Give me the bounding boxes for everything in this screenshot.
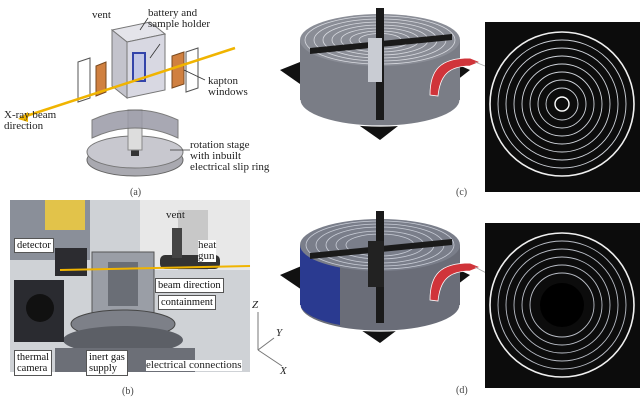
axis-x: X [280,365,287,377]
label-thermal-camera: thermal camera [14,350,53,376]
caption-c: (c) [456,187,468,198]
panel-d: (d) [280,205,640,405]
caption-d: (d) [456,385,468,396]
label-battery-holder: battery and sample holder [148,7,211,30]
caption-b: (b) [122,386,134,397]
panel-a: vent battery and sample holder kapton wi… [0,0,269,200]
axis-z: Z [252,299,259,311]
label-electrical: electrical connections [146,359,242,371]
panel-c: (c) [280,0,640,200]
label-vent-a: vent [92,9,111,21]
setup-diagram [18,17,236,177]
label-heat-gun: heat gun [198,239,217,262]
label-xray: X-ray beam direction [4,109,57,132]
label-rotation: rotation stage with inbuilt electrical s… [190,139,270,173]
axis-y: Y [276,327,283,339]
caption-a: (a) [130,187,142,198]
tomography-3d-c [280,8,640,192]
label-inert-gas: inert gas supply [86,350,128,376]
tomography-3d-d [280,211,640,388]
label-beam-direction: beam direction [155,278,224,293]
label-detector: detector [14,238,54,253]
label-kapton: kapton windows [208,75,248,98]
panel-b: vent detector heat gun beam direction co… [0,200,290,405]
label-vent-b: vent [166,209,185,221]
label-containment: containment [158,295,216,310]
